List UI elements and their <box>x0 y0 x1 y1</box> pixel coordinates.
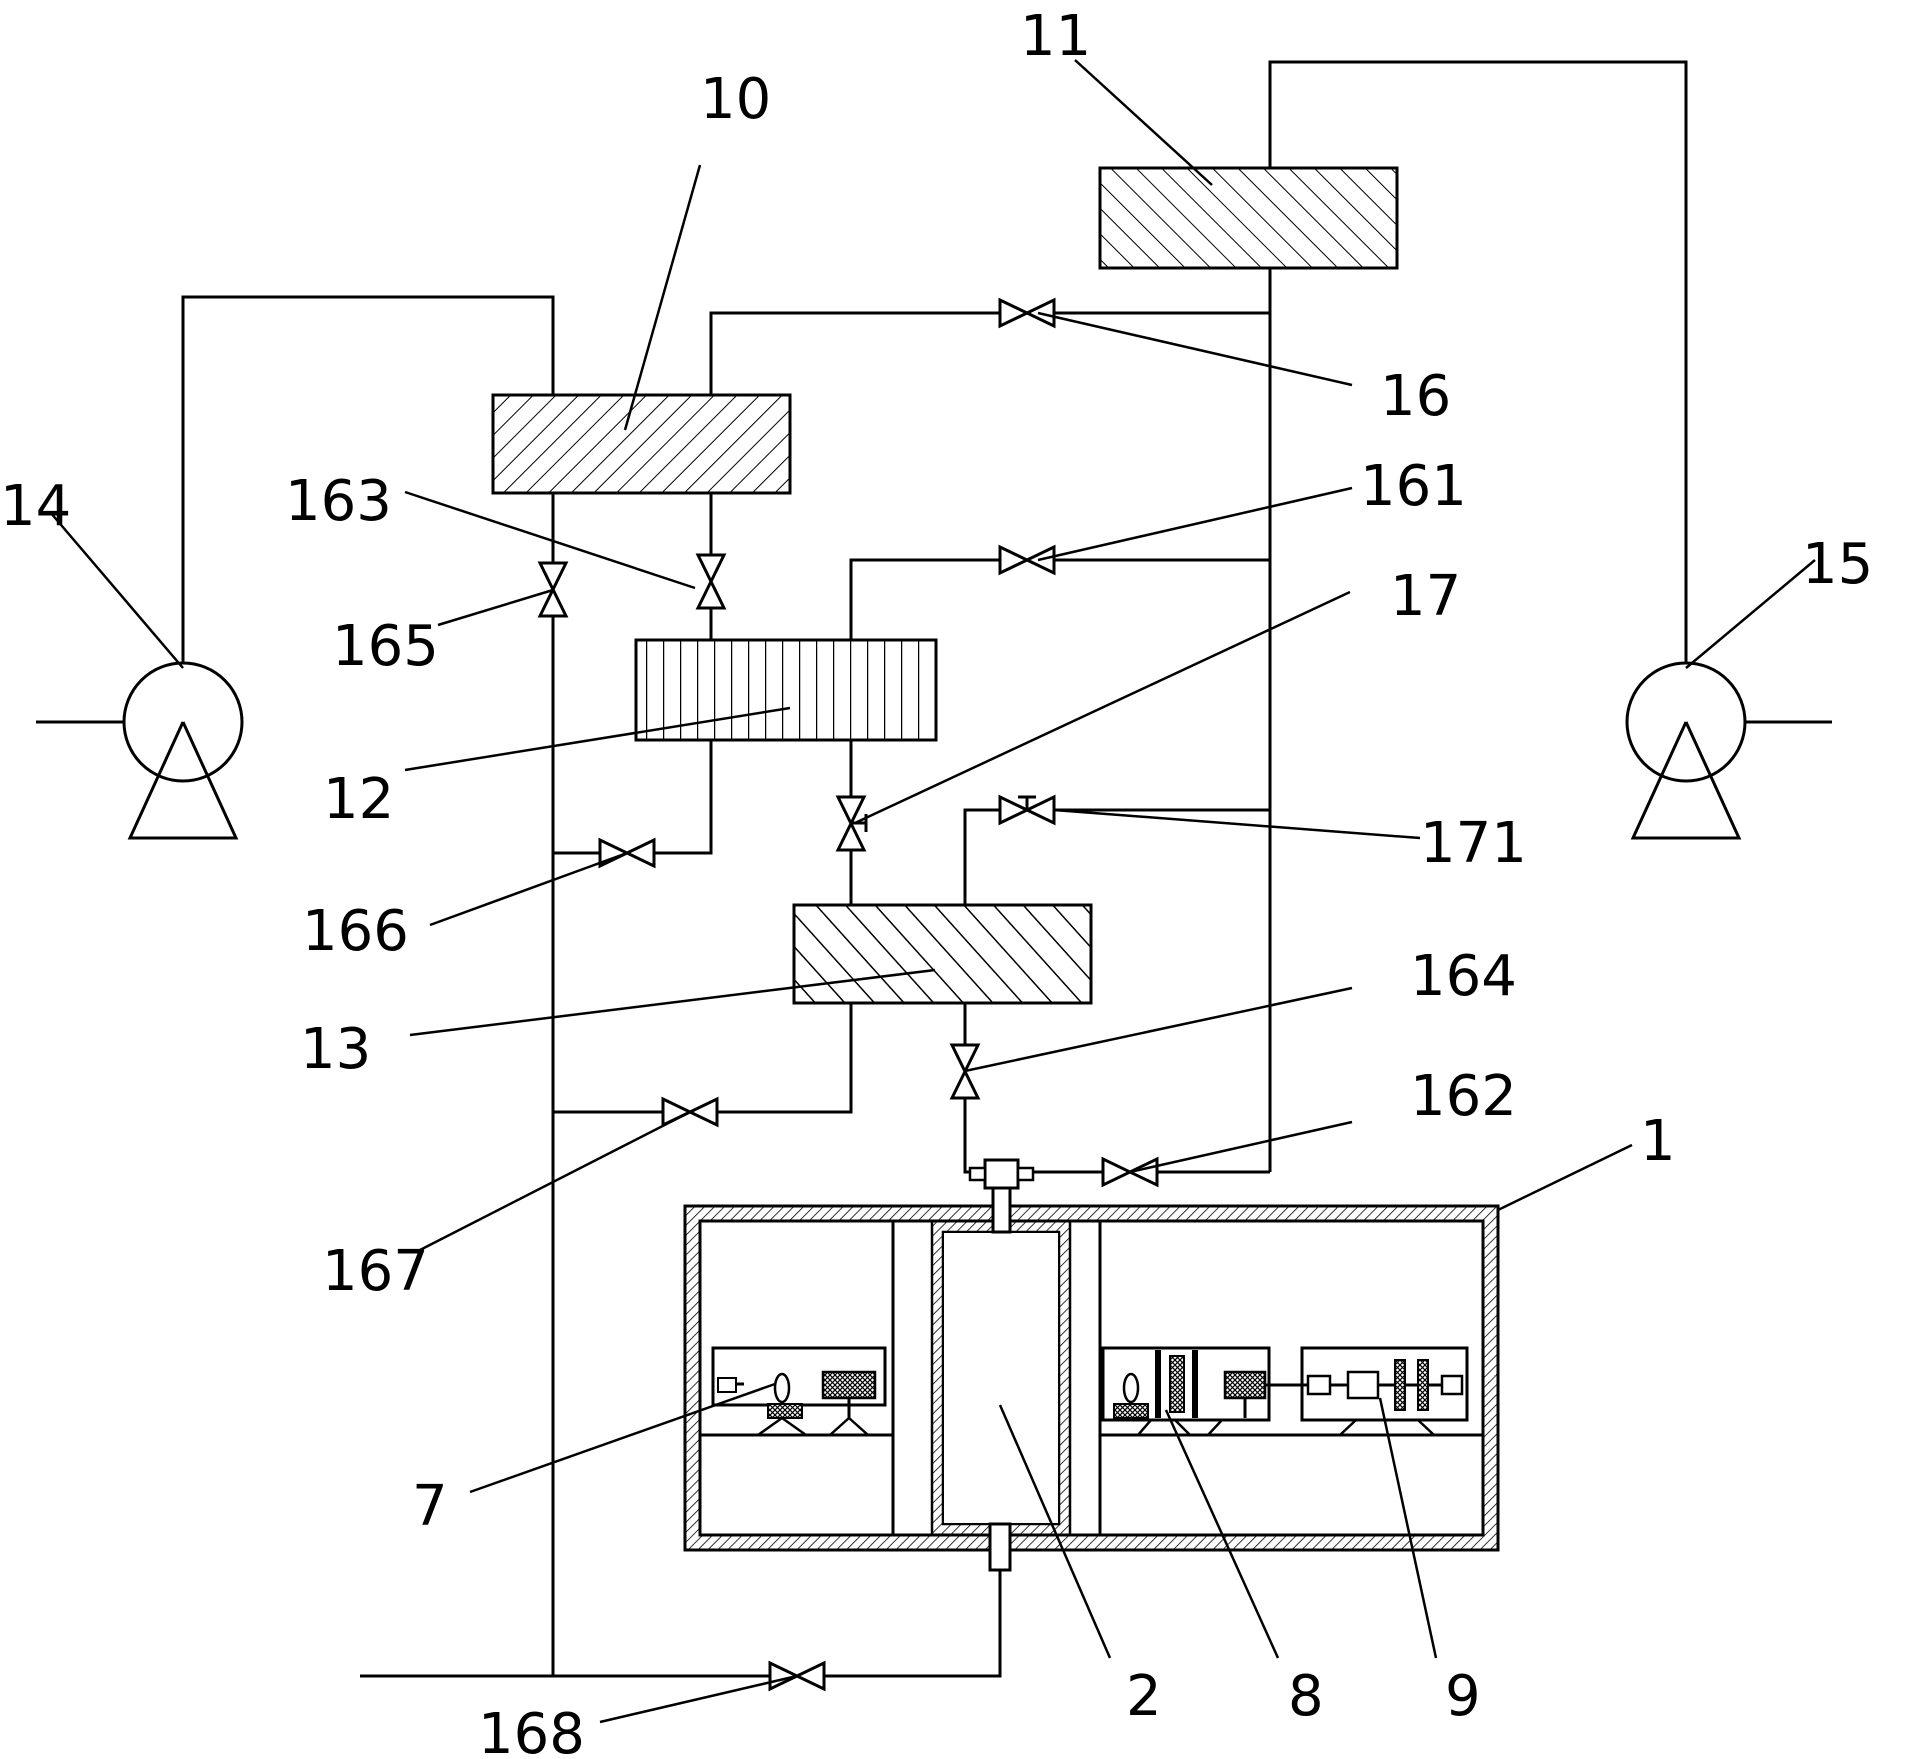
component-11 <box>1098 166 1399 270</box>
column-2 <box>930 1158 1072 1572</box>
label-13: 13 <box>300 1017 371 1082</box>
pipe-to-valve-167 <box>553 1003 853 1114</box>
labels: 10 11 16 161 163 14 165 17 15 12 171 166… <box>0 4 1873 1759</box>
label-15: 15 <box>1802 532 1873 597</box>
pipe-pump15-outlet <box>1268 60 1688 668</box>
valve-171 <box>998 794 1056 826</box>
label-2: 2 <box>1126 1664 1162 1729</box>
label-163: 163 <box>285 469 392 534</box>
label-7: 7 <box>412 1474 448 1539</box>
label-12: 12 <box>323 767 394 832</box>
label-168: 168 <box>478 1702 585 1759</box>
pipe-pump14-outlet <box>181 295 555 668</box>
valve-165 <box>537 561 569 618</box>
pipe-to-valve-161 <box>849 558 1270 640</box>
chamber-1 <box>683 1204 1500 1552</box>
pipe-bottom <box>360 1570 1002 1678</box>
label-14: 14 <box>0 474 71 539</box>
label-10: 10 <box>700 67 771 132</box>
component-12 <box>634 638 938 742</box>
label-11: 11 <box>1020 4 1091 69</box>
component-13 <box>792 903 1093 1005</box>
label-16: 16 <box>1380 364 1451 429</box>
pipe-to-valve-171 <box>963 808 1270 905</box>
label-164: 164 <box>1410 944 1517 1009</box>
label-167: 167 <box>322 1239 429 1304</box>
valve-17 <box>835 795 868 852</box>
valve-161 <box>998 544 1056 576</box>
label-171: 171 <box>1420 811 1527 876</box>
pipe-to-valve-166 <box>553 740 713 855</box>
label-166: 166 <box>302 899 409 964</box>
label-17: 17 <box>1390 564 1461 629</box>
component-10 <box>491 393 792 495</box>
valve-16 <box>998 297 1056 329</box>
label-8: 8 <box>1288 1664 1324 1729</box>
label-9: 9 <box>1445 1664 1481 1729</box>
pump-15 <box>1625 661 1747 840</box>
pipe-to-valve-16 <box>709 311 1270 395</box>
valve-163 <box>695 553 727 610</box>
label-1: 1 <box>1640 1109 1676 1174</box>
device-9 <box>1265 1346 1469 1436</box>
label-162: 162 <box>1410 1064 1517 1129</box>
leader-lines <box>49 59 1816 1724</box>
pump-14 <box>122 661 244 840</box>
label-161: 161 <box>1360 454 1467 519</box>
valve-164 <box>949 1043 981 1100</box>
device-7 <box>711 1346 887 1437</box>
label-165: 165 <box>332 614 439 679</box>
device-8 <box>1101 1346 1271 1436</box>
